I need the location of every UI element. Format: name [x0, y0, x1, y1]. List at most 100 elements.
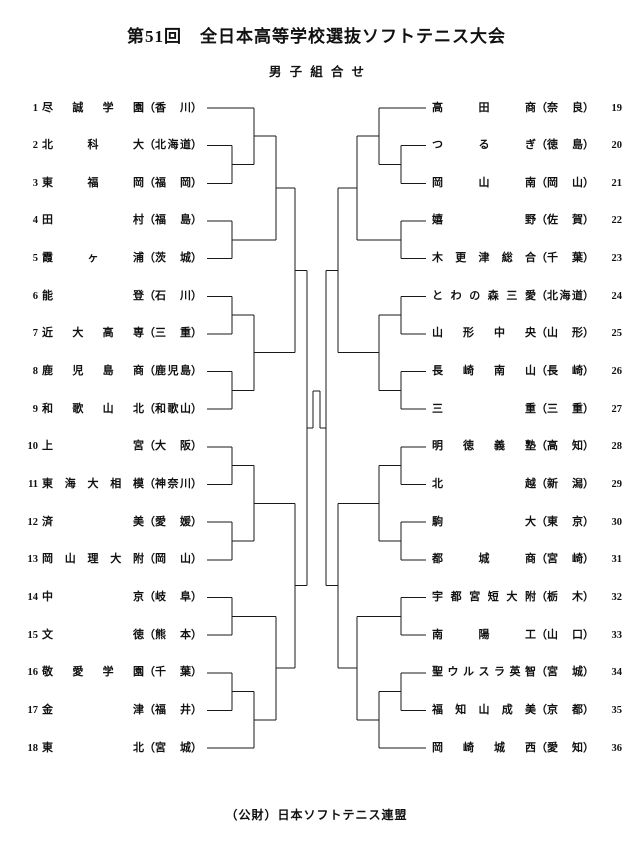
prefecture: （宮城） [536, 664, 594, 681]
paren-open: （ [536, 590, 547, 603]
team-name: 岡山理大附 [42, 553, 144, 566]
prefecture: （千葉） [536, 250, 594, 267]
seed-number: 6 [32, 290, 38, 302]
prefecture-name: 三重 [155, 327, 191, 340]
paren-open: （ [536, 440, 547, 453]
prefecture-name: 愛媛 [155, 515, 191, 528]
paren-close: ） [191, 365, 202, 378]
prefecture: （千葉） [144, 664, 202, 681]
seed-number: 20 [611, 140, 623, 152]
team-name: 文徳 [42, 628, 144, 641]
bracket-entry: とわの森三愛（北海道）24 [432, 288, 622, 305]
paren-close: ） [583, 515, 594, 528]
prefecture-name: 京都 [547, 703, 583, 716]
paren-close: ） [583, 101, 594, 114]
prefecture-name: 山形 [547, 327, 583, 340]
prefecture: （岡山） [144, 551, 202, 568]
prefecture: （東京） [536, 514, 594, 531]
paren-open: （ [144, 289, 155, 302]
prefecture-name: 福島 [155, 214, 191, 227]
paren-close: ） [583, 176, 594, 189]
paren-open: （ [144, 176, 155, 189]
paren-close: ） [583, 440, 594, 453]
prefecture-name: 栃木 [547, 590, 583, 603]
prefecture: （愛知） [536, 740, 594, 757]
prefecture: （北海道） [144, 137, 202, 154]
team-name: 尽誠学園 [42, 101, 144, 114]
team-name: 敬愛学園 [42, 666, 144, 679]
seed-number: 31 [611, 554, 623, 566]
paren-open: （ [144, 628, 155, 641]
prefecture: （宮崎） [536, 551, 594, 568]
bracket-entry: 高田商（奈良）19 [432, 100, 622, 117]
seed-number: 9 [32, 403, 38, 415]
paren-close: ） [583, 139, 594, 152]
seed-number: 15 [27, 629, 39, 641]
paren-open: （ [144, 590, 155, 603]
team-name: 中京 [42, 590, 144, 603]
paren-open: （ [536, 214, 547, 227]
paren-close: ） [191, 666, 202, 679]
prefecture: （香川） [144, 100, 202, 117]
prefecture: （岐阜） [144, 589, 202, 606]
team-name: 嬉野 [432, 214, 536, 227]
prefecture: （茨城） [144, 250, 202, 267]
paren-open: （ [144, 365, 155, 378]
organizer-footer: （公財）日本ソフトテニス連盟 [225, 808, 408, 822]
paren-open: （ [144, 553, 155, 566]
seed-number: 16 [27, 667, 39, 679]
prefecture: （栃木） [536, 589, 594, 606]
paren-close: ） [583, 252, 594, 265]
paren-open: （ [144, 101, 155, 114]
prefecture: （三重） [144, 325, 202, 342]
paren-close: ） [191, 252, 202, 265]
prefecture: （徳島） [536, 137, 594, 154]
prefecture: （熊本） [144, 627, 202, 644]
team-name: 福知山成美 [432, 703, 536, 716]
paren-close: ） [191, 703, 202, 716]
seed-number: 8 [32, 366, 38, 378]
seed-number: 23 [611, 253, 623, 265]
seed-number: 24 [611, 290, 623, 302]
bracket-entry: 聖ウルスラ英智（宮城）34 [432, 664, 622, 681]
prefecture: （岡山） [536, 175, 594, 192]
paren-close: ） [583, 628, 594, 641]
paren-open: （ [536, 139, 547, 152]
prefecture: （奈良） [536, 100, 594, 117]
seed-number: 30 [611, 516, 623, 528]
team-name: 聖ウルスラ英智 [432, 666, 536, 679]
paren-close: ） [191, 289, 202, 302]
prefecture-name: 長崎 [547, 365, 583, 378]
seed-number: 18 [27, 742, 39, 754]
seed-number: 33 [611, 629, 623, 641]
seed-number: 36 [611, 742, 623, 754]
bracket-entry: 駒大（東京）30 [432, 514, 622, 531]
paren-close: ） [191, 327, 202, 340]
bracket-entry: 北越（新潟）29 [432, 476, 622, 493]
bracket-entry: 木更津総合（千葉） 23 [432, 250, 622, 267]
paren-open: （ [536, 628, 547, 641]
prefecture-name: 熊本 [155, 628, 191, 641]
seed-number: 29 [611, 479, 623, 490]
paren-close: ） [191, 440, 202, 453]
prefecture-name: 岡山 [547, 176, 583, 189]
seed-number: 14 [27, 591, 39, 603]
seed-number: 25 [611, 328, 623, 340]
prefecture-name: 千葉 [547, 252, 583, 265]
team-name: 木更津総合 [432, 252, 536, 265]
paren-close: ） [583, 703, 594, 716]
paren-close: ） [583, 741, 594, 754]
team-name: 上宮 [42, 440, 144, 453]
paren-close: ） [583, 289, 594, 302]
seed-number: 27 [611, 403, 623, 415]
paren-close: ） [191, 402, 202, 415]
